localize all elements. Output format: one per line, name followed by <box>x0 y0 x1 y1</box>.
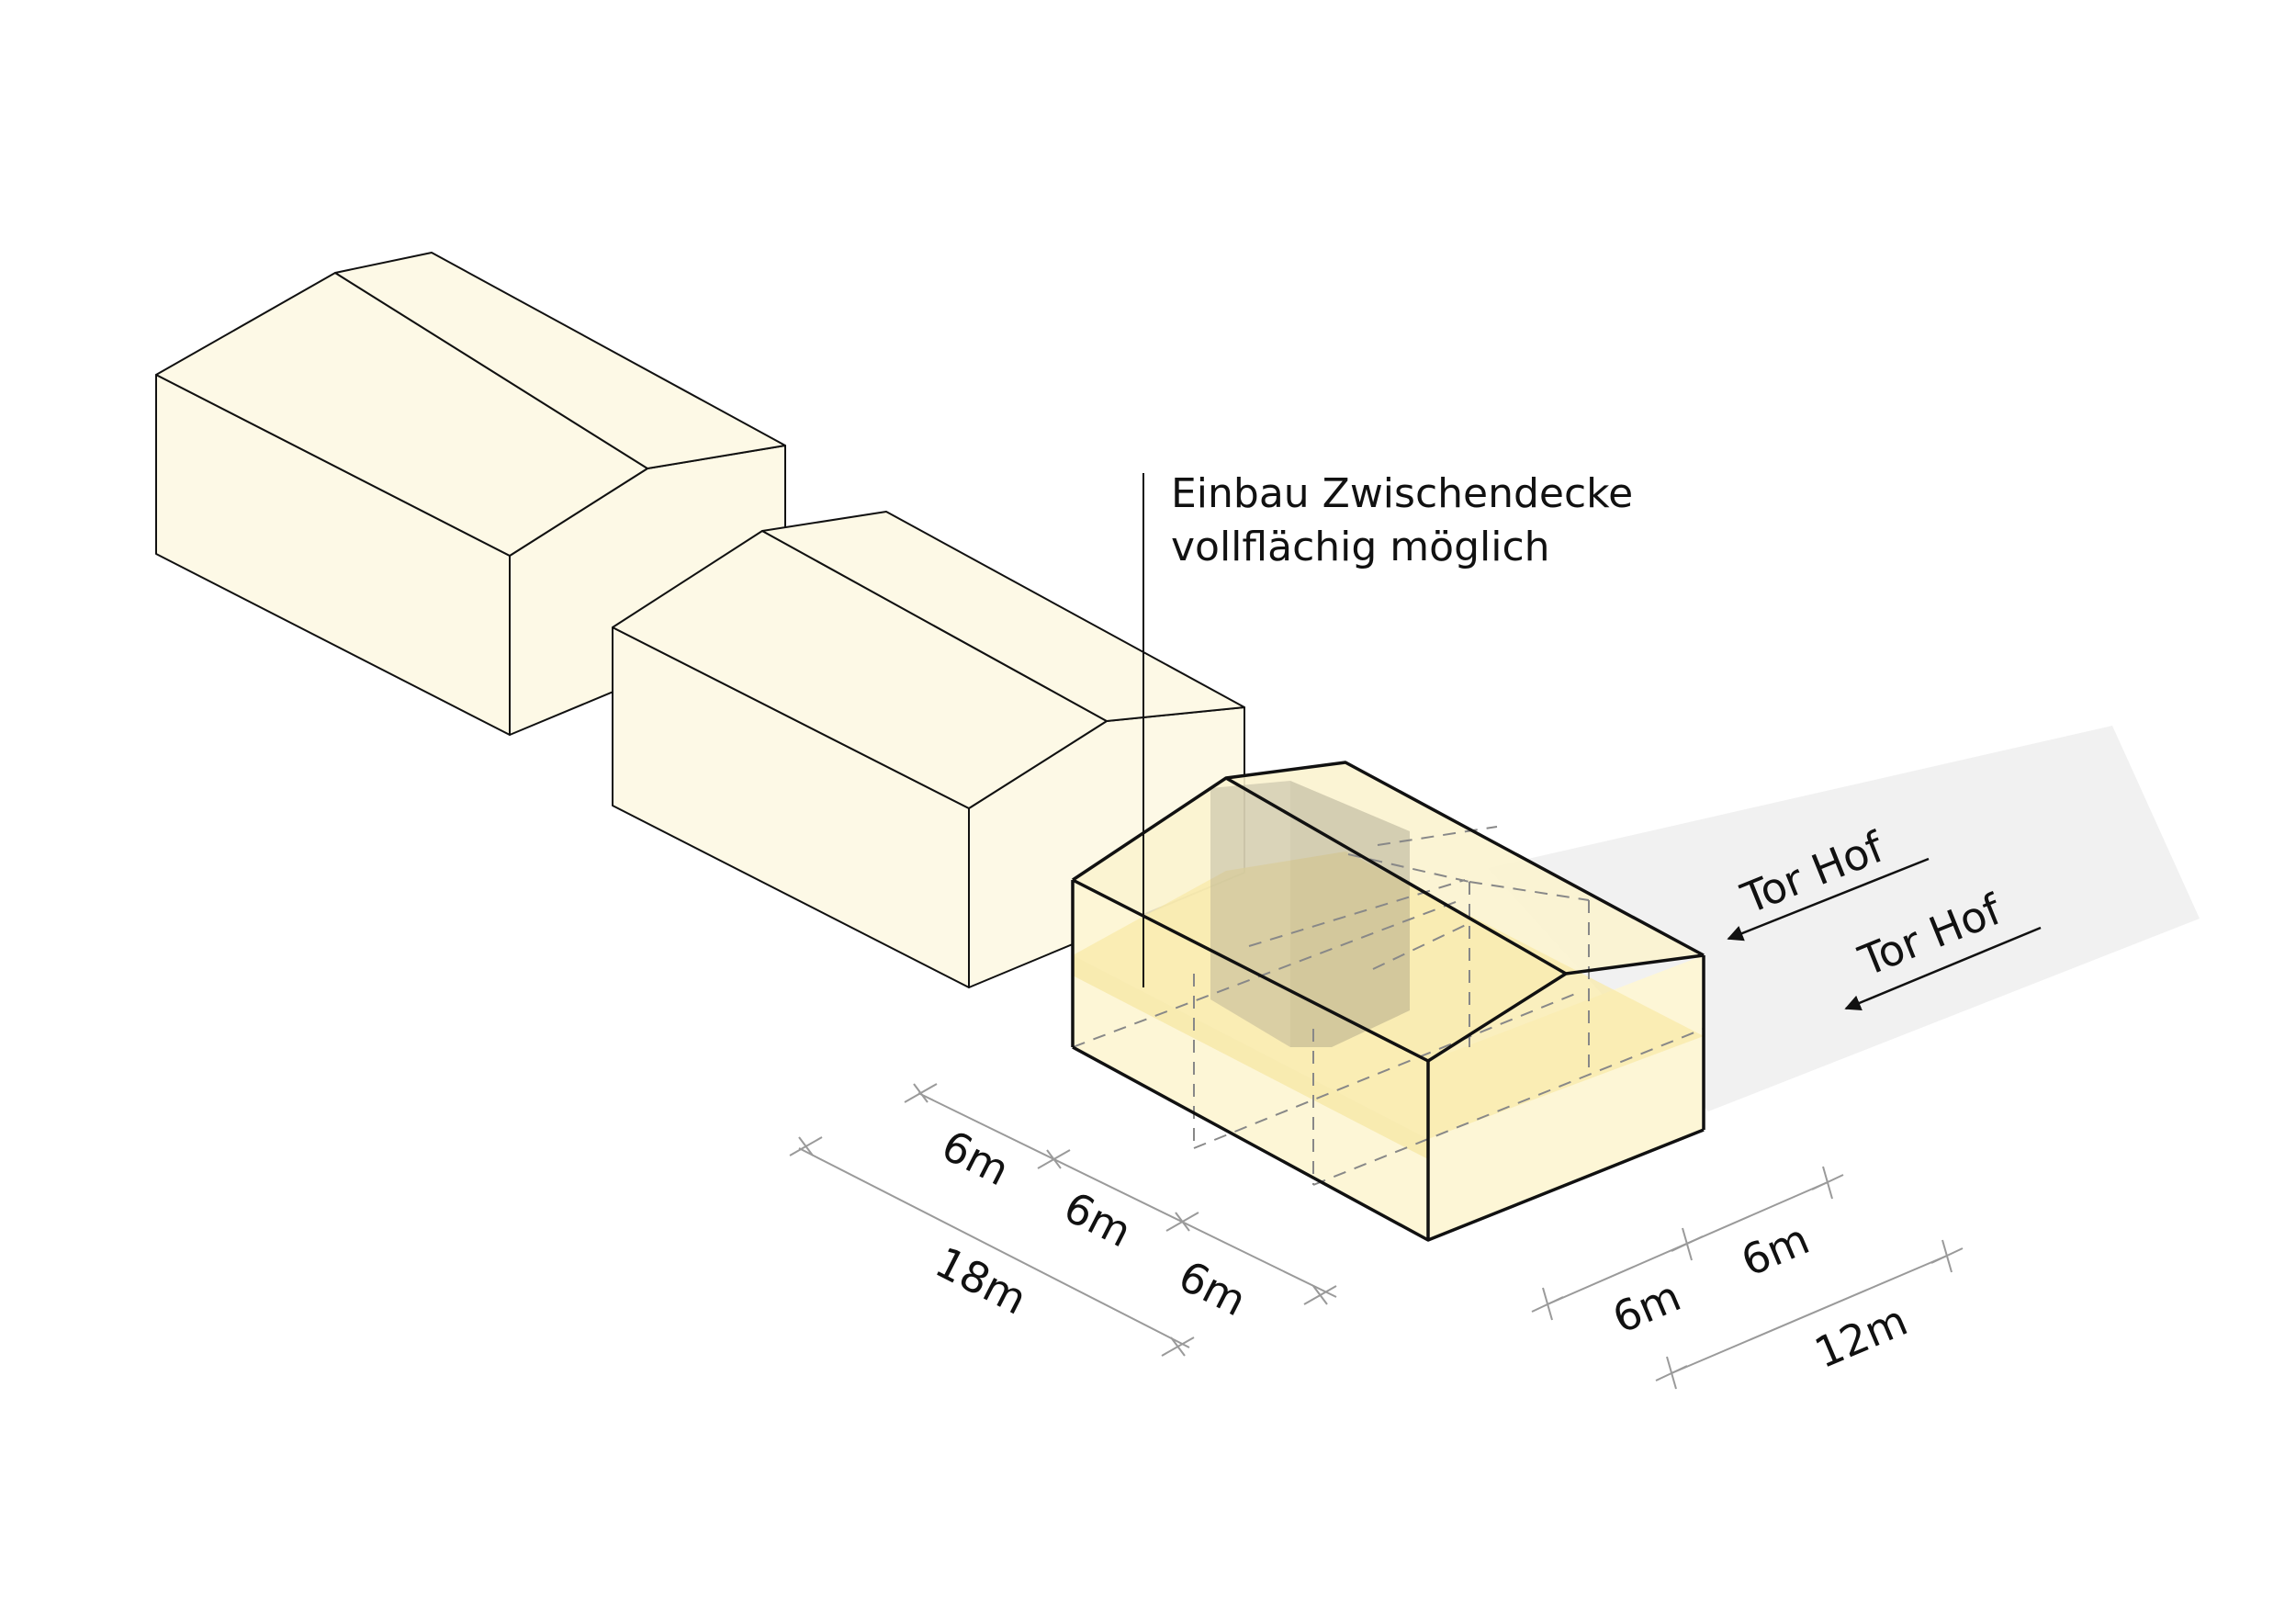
new-building-3 <box>1071 761 1705 1242</box>
arrow-lower-tor-hof <box>1844 926 2042 1011</box>
arrow-upper-tor-hof <box>1727 857 1930 942</box>
label-length-segment-2: 6m <box>1056 1182 1140 1257</box>
label-width-segment-1: 6m <box>1605 1270 1687 1343</box>
width-dimension-lines <box>1531 1166 1964 1390</box>
annotation-line-2: vollflächig möglich <box>1171 524 1550 570</box>
label-length-segment-3: 6m <box>1171 1251 1255 1326</box>
label-width-segment-2: 6m <box>1734 1213 1816 1286</box>
length-dimension-lines <box>789 1083 1337 1357</box>
annotation-line-1: Einbau Zwischendecke <box>1171 470 1633 517</box>
existing-building-2 <box>612 511 1245 988</box>
label-length-segment-1: 6m <box>934 1121 1018 1196</box>
label-length-total: 18m <box>928 1237 1035 1325</box>
existing-building-1 <box>155 252 786 736</box>
